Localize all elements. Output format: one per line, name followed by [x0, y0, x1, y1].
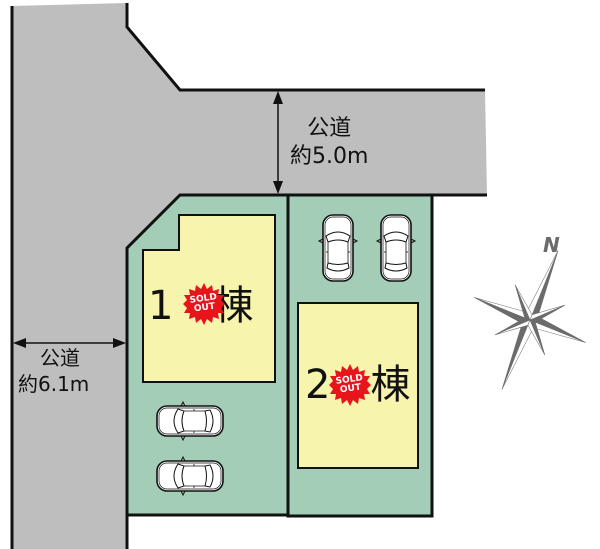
building-1-number: 1	[148, 283, 174, 329]
left-road-label: 公道 約6.1m	[18, 348, 89, 400]
car-icon	[376, 214, 416, 282]
sold-out-badge-1: SOLD OUT	[183, 283, 225, 325]
road-area	[10, 3, 487, 549]
dimension-arrow-top-road	[273, 91, 283, 194]
sold-out-text-line2: OUT	[339, 382, 362, 396]
top-road-name: 公道	[307, 116, 352, 141]
building-2-suffix: 棟	[370, 362, 411, 408]
starburst-icon	[183, 283, 225, 325]
sold-out-text-line2: OUT	[193, 301, 216, 315]
car-icon	[318, 214, 358, 282]
sold-out-badge-2: SOLD OUT	[329, 364, 371, 406]
compass-north-label: N	[543, 233, 560, 257]
top-road-label: 公道 約5.0m	[290, 118, 368, 174]
road-inner-edge	[125, 3, 485, 92]
car-icon	[156, 456, 224, 496]
car-icon	[156, 401, 224, 441]
compass-icon	[474, 250, 586, 390]
left-road-name: 公道	[40, 346, 80, 370]
starburst-icon	[329, 364, 371, 406]
building-2-number: 2	[305, 362, 331, 408]
dimension-arrow-left-road	[13, 338, 126, 348]
top-road-width: 約5.0m	[290, 144, 369, 169]
left-road	[12, 3, 487, 549]
left-road-width: 約6.1m	[18, 372, 90, 396]
